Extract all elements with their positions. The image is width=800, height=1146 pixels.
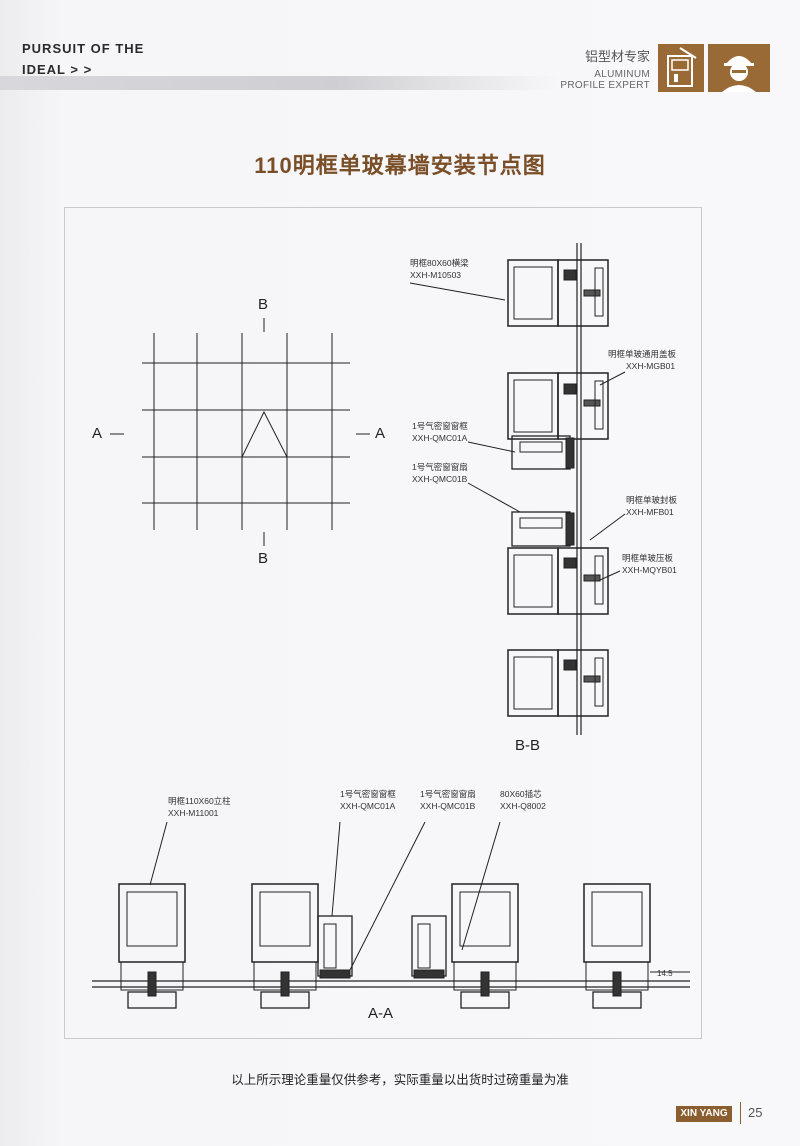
page-title: 110明框单玻幕墙安装节点图 — [254, 153, 546, 178]
aa-label-window-sash: 1号气密窗窗扇 XXH-QMC01B — [420, 789, 476, 811]
bb-label-cover-plate: 明框单玻通用盖板 XXH-MGB01 — [608, 349, 677, 371]
bb-label-window-sash: 1号气密窗窗扇 XXH-QMC01B — [412, 462, 468, 484]
bb-label-seal-plate: 明框单玻封板 XXH-MFB01 — [626, 495, 678, 517]
aa-caption: A-A — [368, 1005, 394, 1022]
elevation-label-top: B — [258, 296, 269, 313]
elevation-label-right: A — [375, 425, 386, 442]
header-brand-text: 铝型材专家 ALUMINUM PROFILE EXPERT — [560, 46, 650, 91]
header-band — [0, 76, 560, 90]
slogan-line-1: PURSUIT OF THE — [22, 41, 145, 56]
bb-label-transom: 明框80X60横梁 XXH-M10503 — [410, 258, 469, 280]
aa-label-core: 80X60插芯 XXH-Q8002 — [500, 789, 546, 811]
elevation-grid — [110, 318, 370, 546]
brand-en-1: ALUMINUM — [594, 69, 650, 80]
footer-divider — [740, 1102, 741, 1124]
bb-label-window-frame: 1号气密窗窗框 XXH-QMC01A — [412, 421, 468, 443]
brand-cn: 铝型材专家 — [584, 49, 650, 64]
elevation-label-bottom: B — [258, 550, 269, 567]
engineer-avatar-icon — [708, 44, 770, 92]
window-profile-icon — [658, 44, 704, 92]
bb-caption: B-B — [515, 737, 541, 754]
elevation-label-left: A — [92, 425, 103, 442]
brand-en-2: PROFILE EXPERT — [560, 80, 650, 91]
slogan-line-2: IDEAL > > — [22, 62, 93, 77]
header-slogan: PURSUIT OF THE IDEAL > > — [22, 38, 144, 80]
section-bb-drawing — [409, 243, 626, 735]
aa-label-mullion: 明框110X60立柱 XXH-M11001 — [168, 796, 231, 818]
page-number: 25 — [748, 1105, 763, 1120]
drawing-frame — [64, 207, 702, 1039]
weight-note: 以上所示理论重量仅供参考，实际重量以出货时过磅重量为准 — [231, 1073, 569, 1087]
aa-label-window-frame: 1号气密窗窗框 XXH-QMC01A — [340, 789, 396, 811]
aa-dimension: 14.5 — [657, 969, 673, 978]
bb-label-pressure-plate: 明框单玻压板 XXH-MQYB01 — [622, 553, 677, 575]
footer-brand: XIN YANG — [676, 1106, 732, 1122]
section-aa-drawing — [92, 821, 690, 1009]
